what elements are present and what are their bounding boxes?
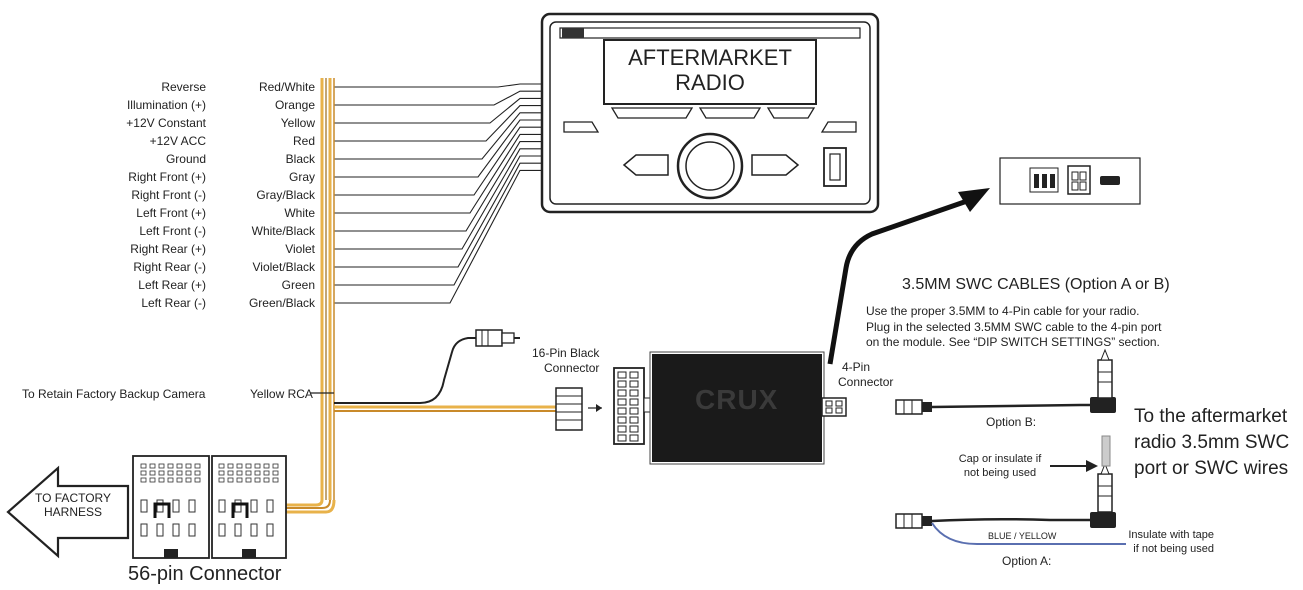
pin16-label: 16-Pin Black Connector xyxy=(532,346,599,376)
radio-wire xyxy=(334,148,542,250)
insulate-note-line1: Insulate with tape xyxy=(1128,529,1214,541)
swc-heading: 3.5MM SWC CABLES (Option A or B) xyxy=(902,276,1170,293)
wire-color-label: Green xyxy=(281,278,315,292)
wire-color-label: Red xyxy=(292,134,315,148)
cap-note-line1: Cap or insulate if xyxy=(958,453,1042,465)
radio-wire xyxy=(334,169,542,304)
radio-wire xyxy=(334,155,542,268)
wire-function-label: Left Rear (-) xyxy=(141,296,206,310)
radio-wire xyxy=(334,162,542,286)
module-brand: CRUX xyxy=(695,384,779,415)
dip-switch-box xyxy=(999,157,1141,205)
wire-color-label: Green/Black xyxy=(248,296,315,310)
factory-harness-line1: TO FACTORY xyxy=(34,491,112,505)
swc-target-line2: radio 3.5mm SWC xyxy=(1134,432,1290,453)
radio-wire xyxy=(334,90,542,106)
radio-wire xyxy=(334,112,542,160)
radio-wire xyxy=(334,105,542,142)
factory-harness-arrow xyxy=(6,465,130,559)
wire-color-label: Black xyxy=(285,152,315,166)
wire-color-label: Gray/Black xyxy=(256,188,315,202)
pin16-label-line2: Connector xyxy=(544,361,600,375)
radio-wire xyxy=(334,133,542,214)
radio-wire xyxy=(334,119,542,178)
radio-title-line1: AFTERMARKET xyxy=(628,45,792,70)
insulate-note: Insulate with tape if not being used xyxy=(1116,528,1214,556)
cap-note-line2: not being used xyxy=(963,467,1037,479)
insulate-note-line2: if not being used xyxy=(1133,543,1214,555)
wire-color-label: Violet xyxy=(285,242,315,256)
aftermarket-radio xyxy=(540,12,880,214)
cap-note: Cap or insulate if not being used xyxy=(952,452,1048,480)
option-b-cable xyxy=(895,348,1116,415)
crux-module xyxy=(649,351,847,465)
camera-label: To Retain Factory Backup Camera xyxy=(22,387,206,401)
option-b-label: Option B: xyxy=(986,415,1037,429)
factory-harness-label: TO FACTORY HARNESS xyxy=(30,491,116,519)
option-a-cable xyxy=(895,435,1126,546)
wire-color-label: Orange xyxy=(274,98,315,112)
wire-function-label: Right Rear (-) xyxy=(133,260,206,274)
wire-color-label: Gray xyxy=(288,170,315,184)
radio-wire xyxy=(334,126,542,196)
wire-function-label: Illumination (+) xyxy=(126,98,206,112)
pin4-label-line1: 4-Pin xyxy=(842,360,871,374)
rca-connector xyxy=(334,329,520,404)
camera-wire-label: Yellow RCA xyxy=(250,387,313,401)
wire-function-label: Ground xyxy=(165,152,206,166)
wire-color-label: Yellow xyxy=(280,116,315,130)
pin4-label-line2: Connector xyxy=(838,375,894,389)
wire-function-label: +12V ACC xyxy=(149,134,206,148)
pin4-label: 4-Pin Connector xyxy=(838,360,893,390)
wire-color-label: White xyxy=(284,206,315,220)
wire-function-label: Right Rear (+) xyxy=(130,242,206,256)
wire-function-label: Reverse xyxy=(161,80,206,94)
radio-wire xyxy=(334,97,542,124)
56-pin-connector xyxy=(132,455,287,559)
wire-function-label: Left Front (+) xyxy=(136,206,206,220)
wire-function-label: Left Rear (+) xyxy=(138,278,206,292)
swc-instruction-3: on the module. See “DIP SWITCH SETTINGS”… xyxy=(866,335,1160,349)
swc-instructions: Use the proper 3.5MM to 4-Pin cable for … xyxy=(866,304,1161,351)
factory-harness-line2: HARNESS xyxy=(43,505,102,519)
swc-instruction-1: Use the proper 3.5MM to 4-Pin cable for … xyxy=(866,304,1140,318)
wire-color-label: Red/White xyxy=(258,80,315,94)
arrow-to-dip-box xyxy=(827,188,990,365)
16-pin-plug xyxy=(555,387,602,431)
connector-56-label: 56-pin Connector xyxy=(128,563,282,585)
wire-function-label: Left Front (-) xyxy=(139,224,206,238)
option-a-label: Option A: xyxy=(1002,554,1052,568)
swc-target-text: To the aftermarket radio 3.5mm SWC port … xyxy=(1134,404,1289,482)
16-pin-connector xyxy=(613,367,651,445)
wire-color-label: White/Black xyxy=(251,224,315,238)
wire-color-label: Violet/Black xyxy=(252,260,315,274)
radio-wire xyxy=(334,83,542,88)
wire-function-label: +12V Constant xyxy=(126,116,206,130)
pin16-label-line1: 16-Pin Black xyxy=(532,346,600,360)
radio-display: AFTERMARKET RADIO xyxy=(606,45,814,95)
blue-yellow-label: BLUE / YELLOW xyxy=(988,531,1057,541)
wire-function-label: Right Front (+) xyxy=(128,170,206,184)
radio-wire xyxy=(334,141,542,232)
harness-bundle xyxy=(285,78,556,514)
wire-function-label: Right Front (-) xyxy=(131,188,206,202)
swc-target-line3: port or SWC wires xyxy=(1134,458,1289,479)
swc-target-line1: To the aftermarket xyxy=(1134,406,1288,427)
radio-wires xyxy=(334,83,542,304)
radio-title-line2: RADIO xyxy=(675,70,745,95)
swc-instruction-2: Plug in the selected 3.5MM SWC cable to … xyxy=(866,319,1162,334)
